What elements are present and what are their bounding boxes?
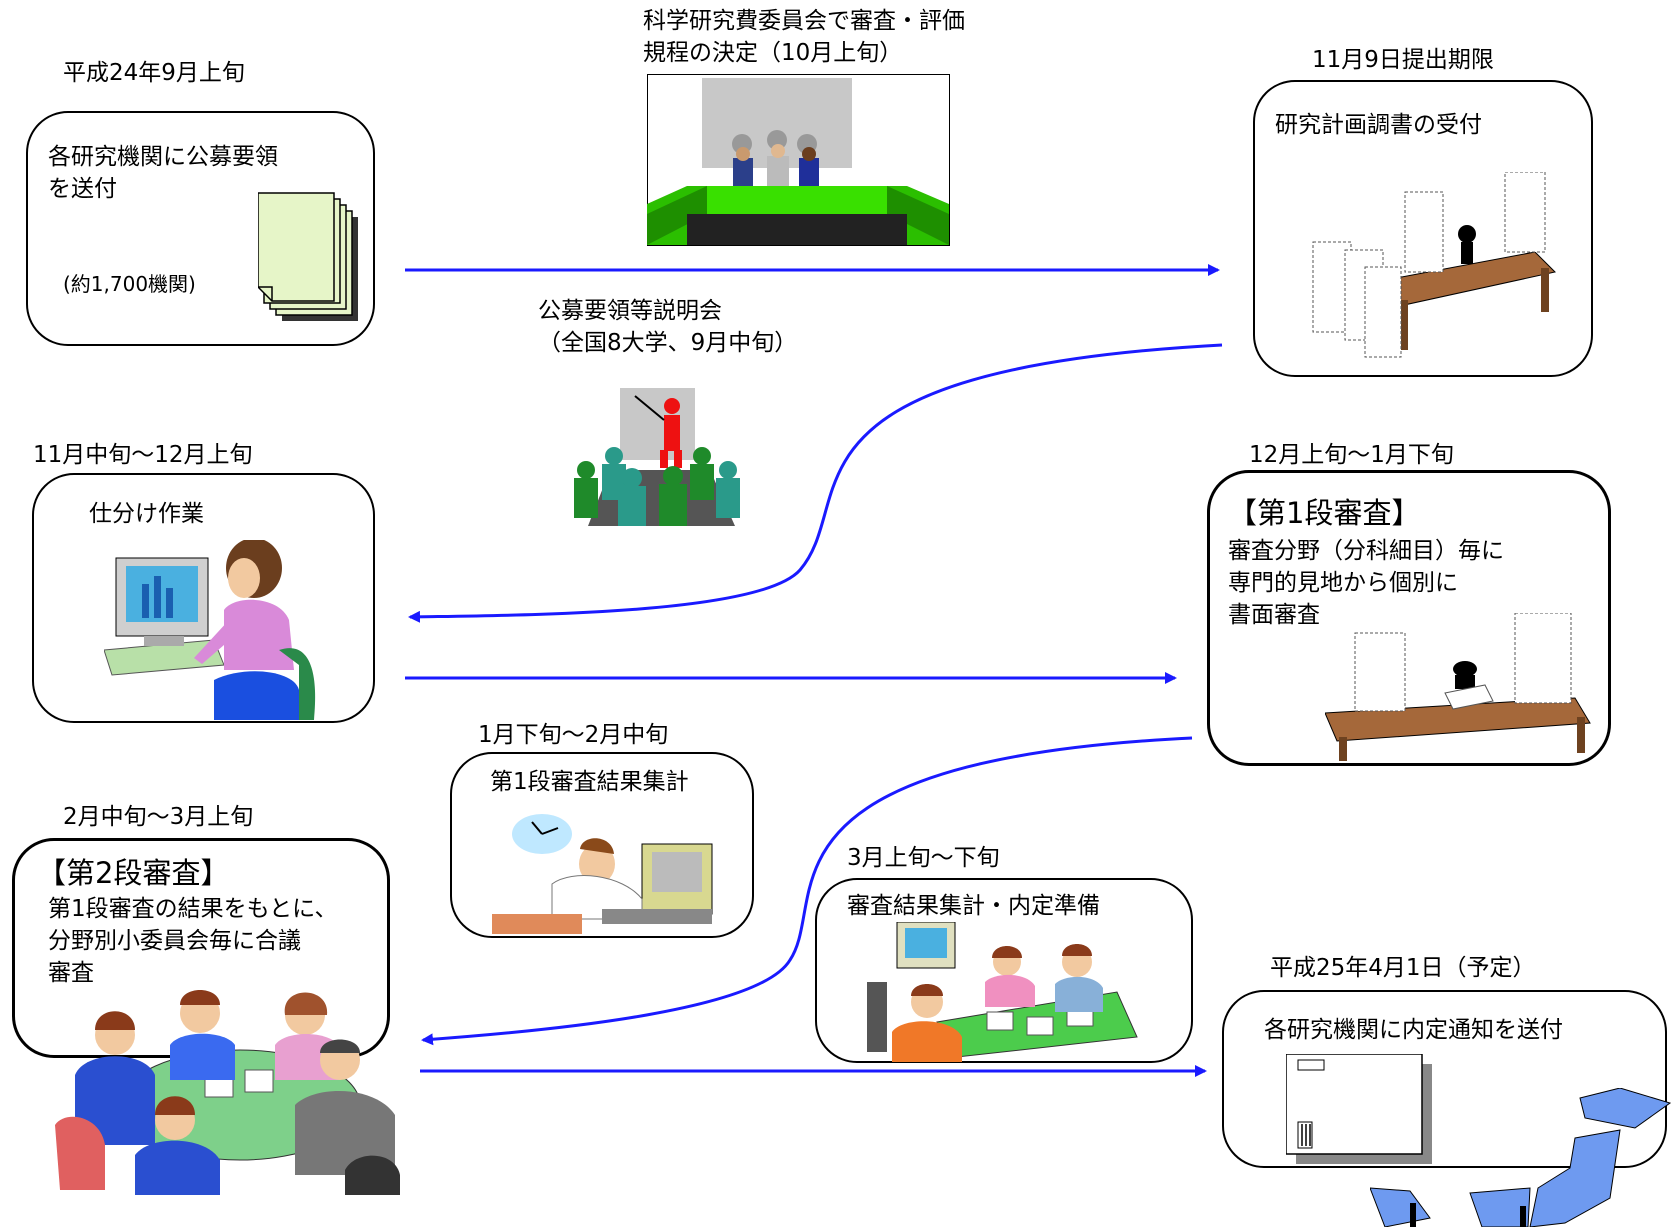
step2-date: 11月9日提出期限 [1312, 47, 1494, 73]
step3-date: 11月中旬～12月上旬 [33, 442, 253, 468]
tabulation-worker-illustration [492, 814, 713, 934]
step4-heading: 【第1段審査】 [1228, 496, 1421, 530]
step1-line2: を送付 [48, 176, 117, 202]
step7-box: 審査結果集計・内定準備 [815, 878, 1193, 1063]
step4-box: 【第1段審査】 審査分野（分科細目）毎に 専門的見地から個別に 書面審査 [1207, 470, 1611, 766]
step1-line1: 各研究機関に公募要領 [48, 144, 278, 170]
step2-box: 研究計画調書の受付 [1253, 80, 1593, 377]
document-stack-icon [258, 192, 358, 321]
japan-map-icon [1370, 1088, 1672, 1227]
step3-box: 仕分け作業 [32, 473, 375, 723]
step6-line2: 分野別小委員会毎に合議 [48, 928, 301, 954]
step8-box: 各研究機関に内定通知を送付 [1222, 990, 1667, 1168]
paper-piles-desk-illustration [1312, 172, 1557, 358]
step8-date: 平成25年4月1日（予定） [1270, 955, 1536, 981]
step6-line3: 審査 [48, 960, 94, 986]
committee-meeting-illustration [647, 74, 950, 246]
step8-title: 各研究機関に内定通知を送付 [1264, 1017, 1563, 1043]
step6-heading: 【第2段審査】 [37, 856, 230, 890]
step1-count: (約1,700機関) [63, 272, 196, 296]
step5-title: 第1段審査結果集計 [490, 769, 689, 795]
step6-date: 2月中旬～3月上旬 [63, 804, 254, 830]
briefing-session-illustration [574, 388, 740, 526]
committee-line2: 規程の決定（10月上旬） [643, 40, 903, 66]
document-review-desk-illustration [1325, 613, 1591, 761]
step3-title: 仕分け作業 [89, 501, 204, 527]
briefing-line1: 公募要領等説明会 [538, 298, 722, 324]
briefing-line2: （全国8大学、9月中旬） [538, 330, 798, 356]
computer-operator-illustration [104, 540, 316, 720]
arrow-step4-to-step6 [421, 736, 1193, 1046]
preparation-team-illustration [867, 922, 1138, 1062]
step7-title: 審査結果集計・内定準備 [847, 893, 1100, 919]
committee-discussion-illustration [55, 990, 400, 1195]
envelope-icon [1286, 1054, 1432, 1164]
step1-box: 各研究機関に公募要領 を送付 (約1,700機関) [26, 111, 375, 346]
step5-box: 第1段審査結果集計 [450, 752, 754, 938]
step4-line1: 審査分野（分科細目）毎に [1228, 538, 1504, 564]
committee-line1: 科学研究費委員会で審査・評価 [643, 8, 965, 34]
step6-line1: 第1段審査の結果をもとに、 [48, 896, 338, 922]
step4-line2: 専門的見地から個別に [1228, 570, 1458, 596]
step4-line3: 書面審査 [1228, 602, 1320, 628]
arrow-step2-to-step3 [408, 343, 1223, 623]
step4-date: 12月上旬～1月下旬 [1249, 442, 1454, 468]
step5-date: 1月下旬～2月中旬 [478, 722, 669, 748]
step1-date: 平成24年9月上旬 [63, 60, 245, 86]
step2-title: 研究計画調書の受付 [1275, 112, 1482, 138]
step7-date: 3月上旬～下旬 [847, 845, 1000, 871]
